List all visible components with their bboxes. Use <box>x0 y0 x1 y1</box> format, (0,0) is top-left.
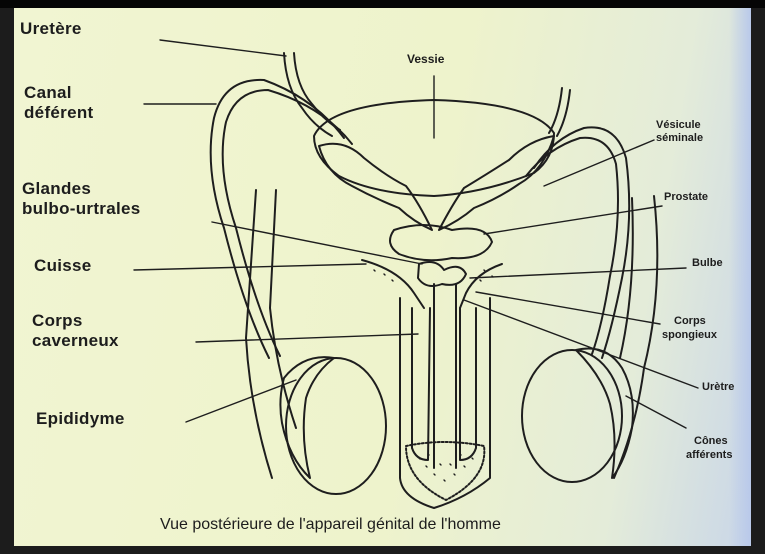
corpus-spongiosum <box>434 284 456 468</box>
label-cones-line1: Cônes <box>694 436 728 448</box>
label-corps-spongieux-line1: Corps <box>674 316 706 328</box>
vas-deferens-left-2 <box>223 90 352 356</box>
ureter-right-2 <box>557 90 570 136</box>
label-cones-line2: afférents <box>686 450 732 462</box>
label-vesicule-line2: séminale <box>656 133 703 145</box>
testis-left <box>286 358 386 494</box>
seminal-vesicle-left <box>319 144 432 230</box>
corpus-cavernosum-right <box>460 308 476 460</box>
leader-lines <box>134 40 698 428</box>
label-canal-line1: Canal <box>24 84 72 102</box>
corpus-cavernosum-left <box>412 308 430 460</box>
ureter-right <box>549 88 562 133</box>
vas-deferens-left <box>211 80 344 358</box>
bulb-outline <box>418 262 466 286</box>
label-epididyme: Epididyme <box>36 410 125 428</box>
label-prostate: Prostate <box>664 192 708 204</box>
seminal-vesicle-right <box>439 136 554 230</box>
label-glandes-line1: Glandes <box>22 180 91 198</box>
label-vessie: Vessie <box>407 53 444 66</box>
epididymis-right <box>576 348 633 478</box>
anatomy-diagram <box>14 8 751 546</box>
projected-slide: Uretère Vessie Canal déférent Vésicule s… <box>14 8 751 546</box>
label-corps-spongieux-line2: spongieux <box>662 330 717 342</box>
label-vesicule-line1: Vésicule <box>656 120 701 132</box>
top-dark-border <box>0 0 765 8</box>
prostate-outline <box>390 225 492 260</box>
label-uretere: Uretère <box>20 20 82 38</box>
vas-deferens-right-2 <box>526 138 618 354</box>
label-glandes-line2: bulbo-urtrales <box>22 200 141 218</box>
slide-caption: Vue postérieure de l'appareil génital de… <box>160 516 501 534</box>
label-corps-caverneux-line2: caverneux <box>32 332 119 350</box>
label-canal-line2: déférent <box>24 104 93 122</box>
label-cuisse: Cuisse <box>34 257 92 275</box>
testis-right <box>522 350 622 482</box>
label-corps-caverneux-line1: Corps <box>32 312 83 330</box>
epididymis-left <box>280 357 334 478</box>
crus-left <box>362 260 424 308</box>
label-bulbe: Bulbe <box>692 258 723 270</box>
label-uretre: Urètre <box>702 382 734 394</box>
